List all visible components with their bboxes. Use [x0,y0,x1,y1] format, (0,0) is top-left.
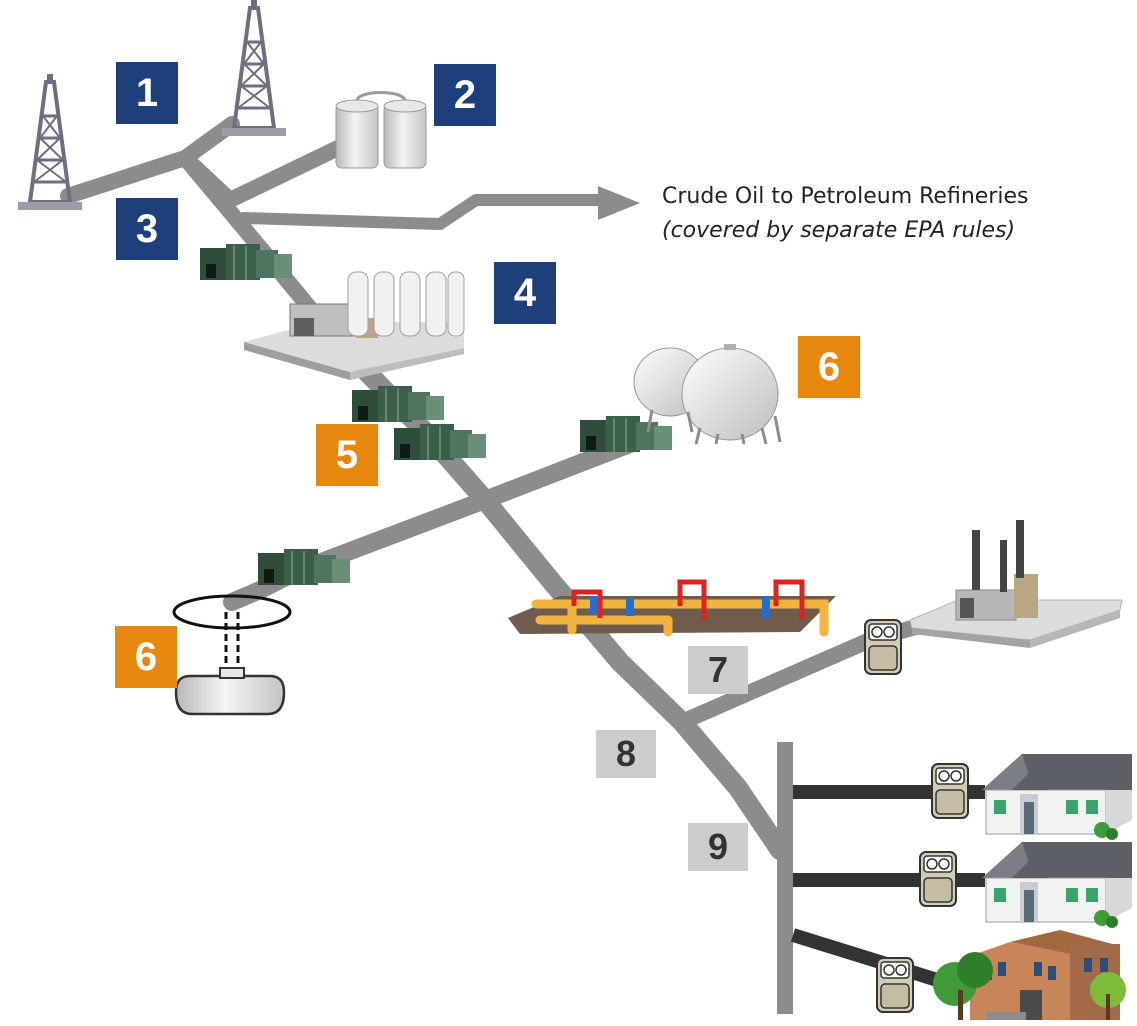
storage-branch-pipeline-left [223,491,494,611]
stage-label-6-storage-left: 6 [115,626,177,688]
crude-oil-caption-line1: Crude Oil to Petroleum Refineries [662,184,1029,209]
compressor-station-transmission-2-icon [393,423,487,461]
residential-house-1-icon [981,753,1133,841]
city-gate-station-icon [508,579,836,637]
residential-house-2-icon [981,841,1133,929]
distribution-main [777,742,793,1014]
underground-storage-icon [172,594,292,716]
stage-label-7: 7 [688,646,748,694]
gas-meter-house-2-icon [919,851,957,907]
stage-label-9: 9 [688,823,748,871]
commercial-building-icon [933,930,1126,1020]
stage-label-5: 5 [316,424,378,486]
stage-label-4: 4 [494,262,556,324]
stage-label-1: 1 [116,62,178,124]
stage-label-3: 3 [116,198,178,260]
stage-label-8: 8 [596,730,656,778]
compressor-station-gathering-icon [199,243,293,281]
oil-derrick-right-icon [220,0,288,138]
crude-oil-arrow-head [598,186,640,220]
crude-oil-pipeline [238,194,606,230]
compressor-station-storage-right-icon [579,415,673,453]
gas-meter-house-1-icon [931,763,969,819]
gas-meter-power-plant-icon [864,619,902,675]
gas-meter-building-icon [876,957,914,1013]
stage-label-2: 2 [434,64,496,126]
power-plant-icon [909,520,1123,648]
well-site-storage-tanks-icon [335,91,427,169]
crude-oil-caption-line2: (covered by separate EPA rules) [662,218,1016,243]
gas-processing-plant-icon [244,271,465,380]
compressor-station-transmission-1-icon [351,385,445,423]
lng-spherical-storage-icon [633,344,782,445]
crude-oil-caption: Crude Oil to Petroleum Refineries (cover… [662,180,1028,248]
stage-label-6-storage-right: 6 [798,336,860,398]
